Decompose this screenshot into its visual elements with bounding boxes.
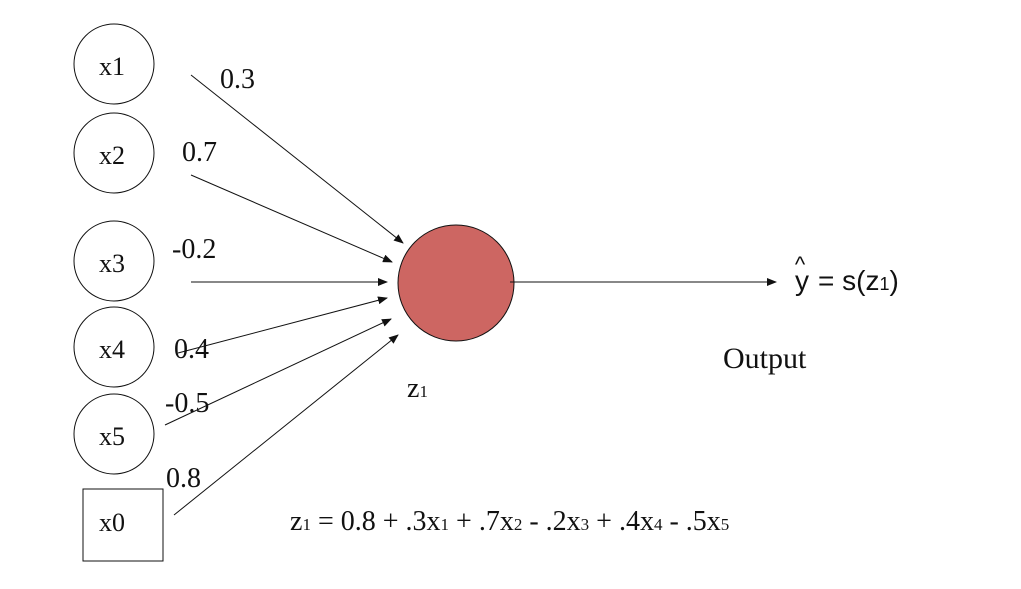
neuron-label: z1 (407, 373, 428, 404)
input-node-x3: x3 (73, 220, 155, 302)
edge-x0 (173, 334, 399, 516)
edge-x5 (164, 318, 392, 426)
edge-x1 (190, 74, 404, 244)
weight-label-x5: -0.5 (165, 388, 209, 419)
output-caption: Output (723, 342, 807, 375)
input-label-x1: x1 (99, 52, 125, 81)
input-node-x2: x2 (73, 112, 155, 194)
bias-label: x0 (99, 508, 125, 537)
output-hat-symbol: ^ (795, 252, 806, 277)
neuron-z1 (397, 224, 515, 342)
output-y-symbol: y (795, 265, 809, 296)
input-node-x4: x4 (73, 306, 155, 388)
equation-sub-5: 5 (721, 515, 730, 534)
weight-label-x2: 0.7 (182, 137, 217, 168)
edge-x2 (190, 174, 393, 263)
weight-label-x1: 0.3 (220, 64, 255, 95)
weight-label-x3: -0.2 (172, 234, 216, 265)
equation-term-4: + .4x (589, 506, 654, 537)
neuron-label-subscript: 1 (419, 382, 428, 401)
equation-term-0: z (290, 506, 302, 537)
bias-node-x0: x0 (82, 488, 164, 562)
neuron-label-base: z (407, 373, 419, 404)
equation-sub-0: 1 (302, 515, 311, 534)
equation-term-2: + .7x (449, 506, 514, 537)
equation-sub-1: 1 (441, 515, 450, 534)
equation-sub-4: 4 (654, 515, 663, 534)
input-label-x4: x4 (99, 335, 125, 364)
output-function-prefix: = s(z (818, 265, 879, 296)
input-node-x1: x1 (73, 23, 155, 105)
input-node-x5: x5 (73, 393, 155, 475)
equation-sub-2: 2 (514, 515, 523, 534)
weight-label-x4: 0.4 (174, 334, 209, 365)
output-function: = s(z1) (818, 265, 899, 296)
equation-term-5: - .5x (662, 506, 720, 537)
input-label-x2: x2 (99, 141, 125, 170)
equation-sub-3: 3 (581, 515, 590, 534)
weight-label-x0: 0.8 (166, 463, 201, 494)
input-label-x3: x3 (99, 249, 125, 278)
equation: z1 = 0.8 + .3x1 + .7x2 - .2x3 + .4x4 - .… (290, 506, 729, 537)
output-function-subscript: 1 (879, 274, 889, 294)
equation-term-1: = 0.8 + .3x (311, 506, 441, 537)
input-label-x5: x5 (99, 422, 125, 451)
output-function-suffix: ) (889, 265, 898, 296)
edge-x4 (177, 296, 388, 354)
equation-term-3: - .2x (522, 506, 580, 537)
